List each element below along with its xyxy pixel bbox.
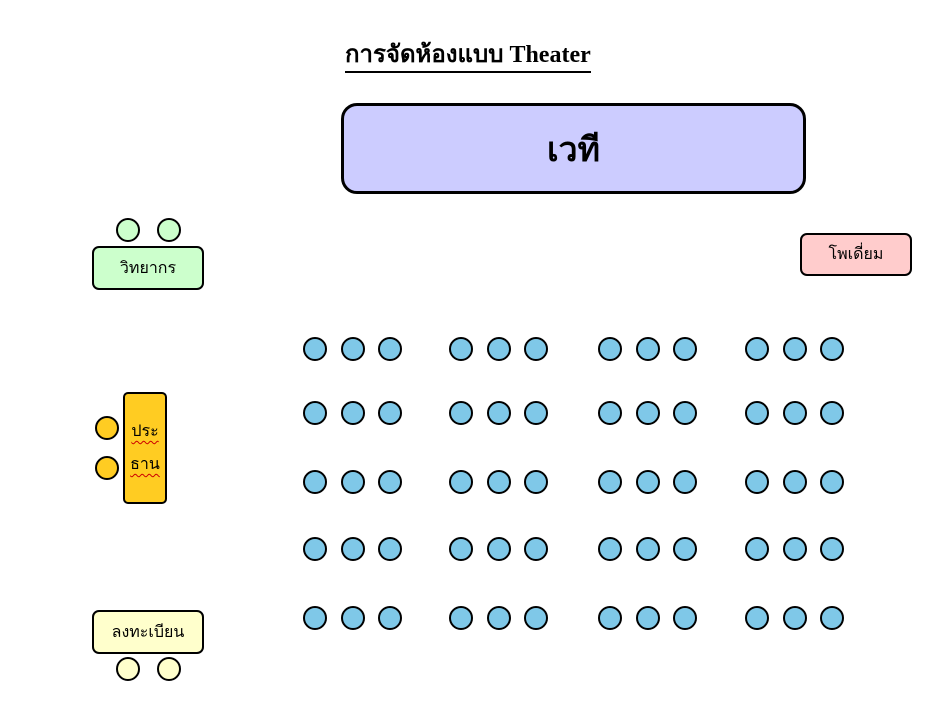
audience-seat bbox=[378, 401, 402, 425]
audience-seat bbox=[745, 606, 769, 630]
audience-seat bbox=[598, 337, 622, 361]
speaker-seat bbox=[116, 218, 140, 242]
audience-seat bbox=[745, 337, 769, 361]
audience-seat bbox=[636, 470, 660, 494]
audience-seat bbox=[598, 470, 622, 494]
audience-seat bbox=[341, 401, 365, 425]
audience-seat bbox=[636, 401, 660, 425]
audience-seat bbox=[487, 470, 511, 494]
audience-seat bbox=[487, 337, 511, 361]
audience-seat bbox=[487, 401, 511, 425]
audience-seat bbox=[745, 537, 769, 561]
chairman-table: ประ ธาน bbox=[123, 392, 167, 504]
chairman-label-line2: ธาน bbox=[130, 454, 160, 473]
audience-seat bbox=[378, 470, 402, 494]
registration-seat bbox=[157, 657, 181, 681]
speaker-seat bbox=[157, 218, 181, 242]
chairman-seat bbox=[95, 456, 119, 480]
audience-seat bbox=[673, 606, 697, 630]
audience-seat bbox=[303, 606, 327, 630]
audience-seat bbox=[449, 470, 473, 494]
audience-seat bbox=[341, 337, 365, 361]
podium: โพเดี่ยม bbox=[800, 233, 912, 276]
audience-seat bbox=[636, 606, 660, 630]
audience-seat bbox=[820, 401, 844, 425]
audience-seat bbox=[783, 401, 807, 425]
audience-seat bbox=[378, 606, 402, 630]
audience-seat bbox=[783, 337, 807, 361]
audience-seat bbox=[820, 606, 844, 630]
audience-seat bbox=[673, 401, 697, 425]
audience-seat bbox=[449, 337, 473, 361]
audience-seat bbox=[673, 470, 697, 494]
audience-seat bbox=[303, 470, 327, 494]
audience-seat bbox=[341, 537, 365, 561]
registration-table: ลงทะเบียน bbox=[92, 610, 204, 654]
audience-seat bbox=[524, 537, 548, 561]
audience-seat bbox=[378, 537, 402, 561]
audience-seat bbox=[524, 401, 548, 425]
audience-seat bbox=[303, 401, 327, 425]
audience-seat bbox=[598, 606, 622, 630]
audience-seat bbox=[598, 401, 622, 425]
audience-seat bbox=[673, 337, 697, 361]
audience-seat bbox=[820, 337, 844, 361]
stage: เวที bbox=[341, 103, 806, 194]
audience-seat bbox=[820, 470, 844, 494]
audience-seat bbox=[303, 337, 327, 361]
speaker-table: วิทยากร bbox=[92, 246, 204, 290]
audience-seat bbox=[783, 606, 807, 630]
page-title: การจัดห้องแบบ Theater bbox=[345, 40, 591, 73]
chairman-label-line1: ประ bbox=[131, 421, 159, 440]
audience-seat bbox=[745, 401, 769, 425]
audience-seat bbox=[673, 537, 697, 561]
audience-seat bbox=[449, 537, 473, 561]
audience-seat bbox=[449, 606, 473, 630]
registration-seat bbox=[116, 657, 140, 681]
audience-seat bbox=[487, 537, 511, 561]
audience-seat bbox=[745, 470, 769, 494]
audience-seat bbox=[524, 337, 548, 361]
audience-seat bbox=[524, 470, 548, 494]
audience-seat bbox=[524, 606, 548, 630]
audience-seat bbox=[303, 537, 327, 561]
chairman-seat bbox=[95, 416, 119, 440]
audience-seat bbox=[783, 537, 807, 561]
audience-seat bbox=[636, 537, 660, 561]
audience-seat bbox=[783, 470, 807, 494]
audience-seat bbox=[378, 337, 402, 361]
audience-seat bbox=[449, 401, 473, 425]
audience-seat bbox=[487, 606, 511, 630]
audience-seat bbox=[341, 470, 365, 494]
audience-seat bbox=[820, 537, 844, 561]
audience-seat bbox=[598, 537, 622, 561]
audience-seat bbox=[341, 606, 365, 630]
audience-seat bbox=[636, 337, 660, 361]
